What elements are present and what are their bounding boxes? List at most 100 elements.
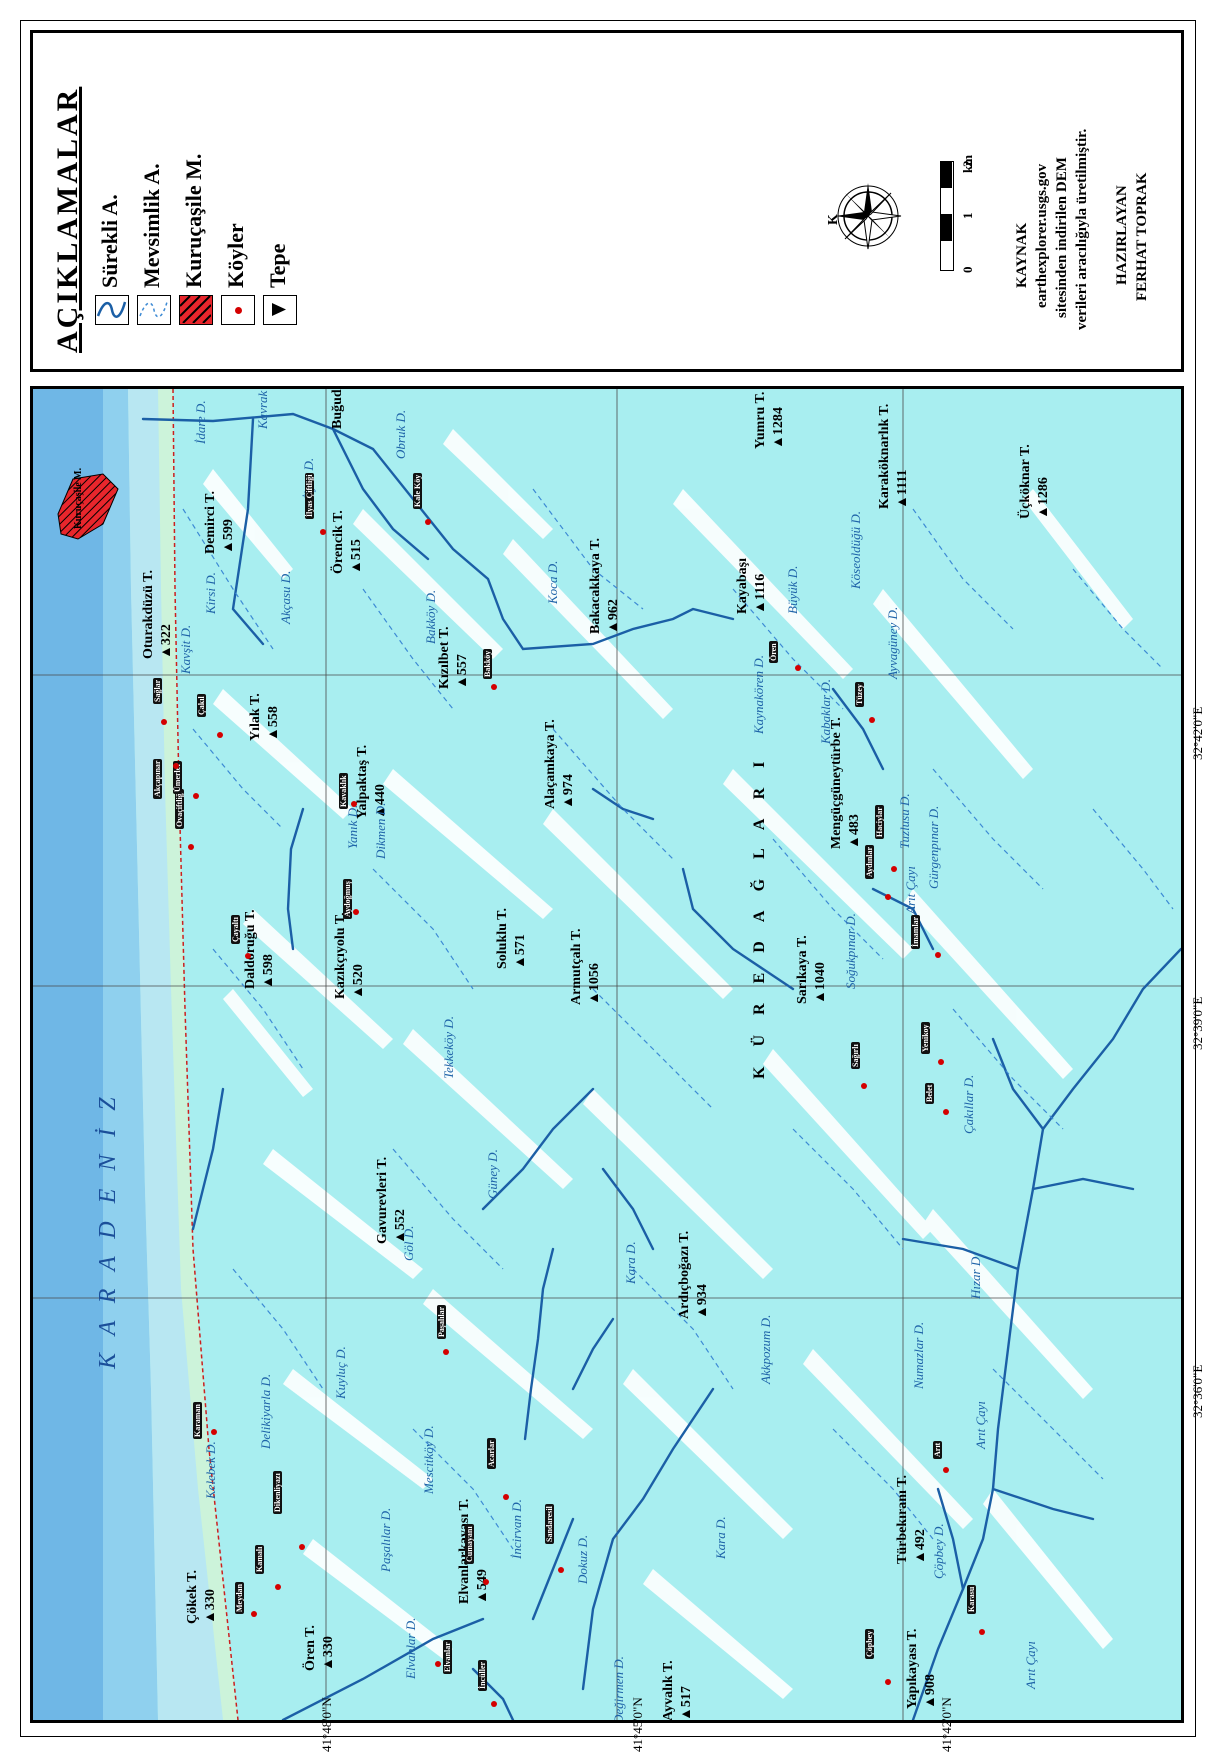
village-label-2: Kamalı [255, 1544, 264, 1574]
village-label-1: Meydan [235, 1582, 244, 1614]
peak-elev-14: ▲974 [561, 774, 576, 809]
peak-elev-13: ▲571 [513, 934, 528, 969]
peak-elev-21: ▲1040 [813, 962, 828, 1004]
village-dot-3 [299, 1544, 305, 1550]
peak-name-8: Kazıkçıyolu T. [333, 912, 348, 999]
village-dot-30 [979, 1629, 985, 1635]
river-label-4: Obruk D. [393, 409, 408, 459]
author-name: FERHAT TOPRAK [1134, 172, 1150, 302]
village-dot-10 [188, 844, 194, 850]
village-dot-25 [891, 866, 897, 872]
map-canvas [33, 389, 1181, 1720]
village-label-30: Karasu [967, 1584, 976, 1614]
peak-name-18: Ardıçboğazı T. [677, 1230, 692, 1319]
river-label-5: Kavşit D. [178, 624, 193, 674]
peak-name-14: Alaçamkaya T. [543, 719, 558, 809]
village-dot-29 [943, 1467, 949, 1473]
peak-elev-10: ▲557 [455, 654, 470, 689]
village-dot-14 [353, 909, 359, 915]
village-label-17: Çakıl [197, 694, 206, 717]
village-label-24: İmamlar [911, 914, 920, 949]
peak-elev-25: ▲492 [913, 1529, 928, 1564]
village-dot-1 [251, 1611, 257, 1617]
village-label-7: Acarlar [487, 1438, 496, 1469]
river-label-39: Çöpbey D. [931, 1523, 946, 1579]
river-label-17: Paşalılar D. [378, 1507, 393, 1572]
peak-elev-16: ▲962 [606, 599, 621, 634]
terrain-ridges [203, 429, 1133, 1699]
peak-elev-15: ▲1056 [587, 963, 602, 1005]
village-dot-12 [173, 763, 179, 769]
peak-name-15: Armutçalı T. [569, 928, 584, 1005]
river-label-36: Hızar D. [968, 1253, 983, 1299]
latitude-label-1: 41°45'0"N [630, 1697, 645, 1752]
river-label-27: Büyük D. [785, 565, 800, 614]
village-dot-2 [275, 1584, 281, 1590]
village-label-5: Elvanlar [443, 1640, 452, 1674]
village-dot-8 [558, 1567, 564, 1573]
settlement-hatch-icon [179, 295, 213, 325]
longitude-label-0: 32°36'0"E [1190, 1364, 1205, 1418]
village-label-28: Yenikoy [921, 1022, 930, 1054]
village-dot-icon [221, 295, 255, 325]
river-label-12: Güney D. [485, 1149, 500, 1199]
river-label-1: Kavrak D. [255, 386, 270, 429]
river-label-40: Arıt Çayı [1023, 1640, 1038, 1689]
peak-name-17: Ayvalık T. [661, 1660, 676, 1721]
longitude-label-2: 32°42'0"E [1190, 706, 1205, 760]
village-label-22: Tüzey [855, 682, 864, 707]
river-label-37: Arıt Çayı [973, 1400, 988, 1449]
village-dot-7 [503, 1494, 509, 1500]
peak-name-4: Oturakdüzü T. [141, 570, 156, 659]
village-dot-9 [491, 1701, 497, 1707]
river-label-7: Bakköy D. [423, 589, 438, 644]
scale-tick-1: 1 [960, 212, 975, 220]
village-dot-31 [885, 1679, 891, 1685]
source-line-1: earthexplorer.usgs.gov [1034, 163, 1050, 308]
village-label-3: Dikenliyazı [273, 1471, 282, 1514]
perennial-rivers [141, 412, 1181, 1720]
legend-label-settlement: Kuruçaşile M. [181, 153, 206, 288]
peak-elev-17: ▲517 [679, 1686, 694, 1721]
latitude-label-2: 41°42'0"N [939, 1697, 954, 1752]
peak-name-0: Ören T. [303, 1625, 318, 1671]
peak-name-5: Demirci T. [203, 491, 218, 554]
legend-panel: AÇIKLAMALAR Sürekli A. Mevsimlik A. Kuru… [30, 30, 1184, 372]
village-dot-0 [211, 1429, 217, 1435]
village-label-20: Bakköy [483, 648, 492, 679]
river-label-26: Kaynakören D. [751, 655, 766, 734]
peak-elev-6: ▲515 [349, 539, 364, 574]
peak-elev-19: ▲1116 [753, 573, 768, 614]
peak-elev-23: ▲1111 [895, 469, 910, 509]
peak-elev-20: ▲1284 [771, 407, 786, 449]
peak-name-24: Üçköknar T. [1018, 444, 1033, 519]
peak-elev-3: ▲558 [266, 706, 281, 741]
peak-elev-22: ▲483 [847, 814, 862, 849]
sea-label: K A R A D E N İ Z [95, 1091, 121, 1369]
page-frame [20, 20, 1196, 1737]
settlement-label: Kuruçaşile M. [73, 467, 84, 529]
latitude-label-0: 41°48'0"N [319, 1697, 334, 1752]
peak-name-25: Türbekıranı T. [895, 1475, 910, 1564]
peak-name-20: Yumru T. [753, 391, 768, 449]
river-label-28: Köseoldüğü D. [848, 511, 863, 589]
peak-name-1: Çökek T. [185, 1570, 200, 1624]
river-label-0: İdare D. [193, 400, 208, 444]
river-label-25: Akkpozum D. [758, 1314, 773, 1384]
river-label-16: Kelebek D. [203, 1441, 218, 1499]
village-label-15: Kavaklık [339, 773, 348, 809]
village-label-25: Haciylar [875, 805, 884, 839]
peak-elev-24: ▲1286 [1036, 477, 1051, 519]
river-label-20: İncirvan D. [509, 1499, 524, 1559]
village-dot-26 [861, 1083, 867, 1089]
river-label-9: Yanık D. [345, 804, 360, 849]
peak-name-11: Gavurevleri T. [375, 1156, 390, 1244]
peak-elev-12: ▲549 [475, 1569, 490, 1604]
river-label-23: Kara D. [623, 1241, 638, 1284]
village-dot-16 [161, 719, 167, 725]
village-dot-24 [935, 952, 941, 958]
village-dot-22 [869, 717, 875, 723]
peak-name-13: Soluklu T. [495, 908, 510, 969]
village-label-12: Akçapınar [153, 758, 162, 799]
